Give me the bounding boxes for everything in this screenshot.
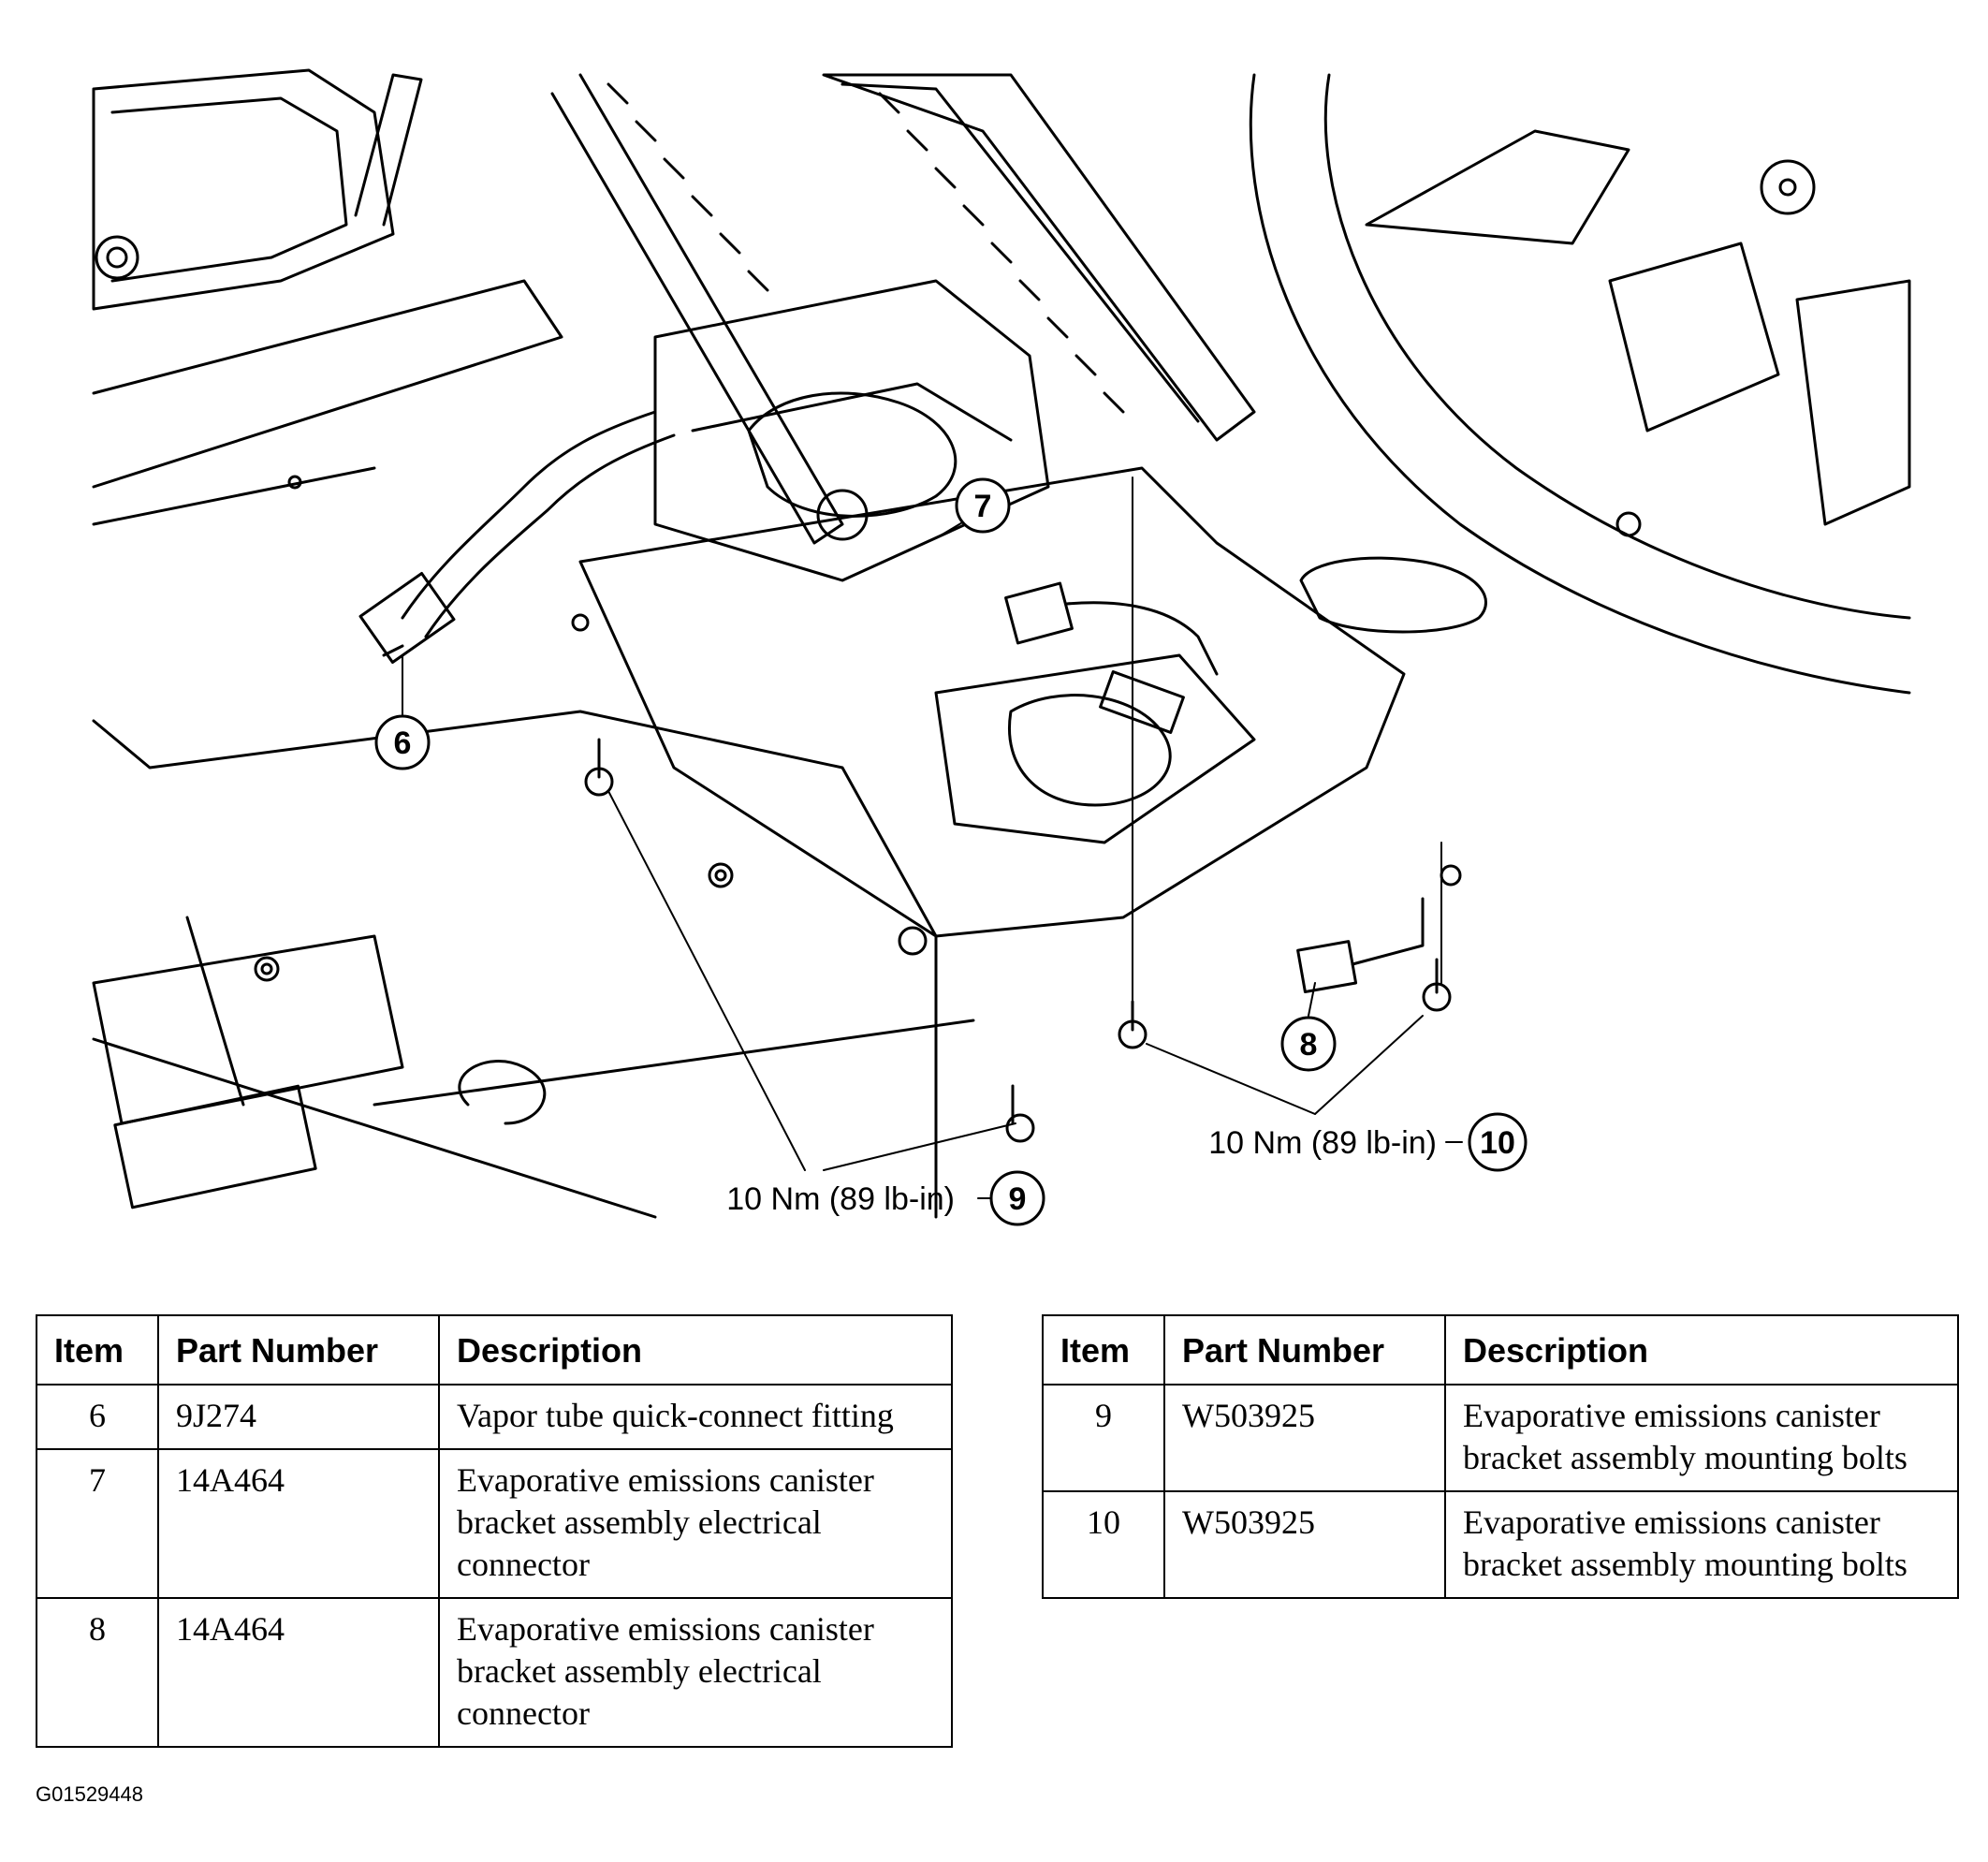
table-row: 7 14A464 Evaporative emissions canister … [36, 1448, 953, 1599]
table-header-row: Item Part Number Description [1042, 1314, 1959, 1386]
header-description: Description [438, 1314, 953, 1386]
callout-8: 8 [1280, 1016, 1337, 1072]
bolt-9a [584, 738, 614, 797]
table-row: 8 14A464 Evaporative emissions canister … [36, 1597, 953, 1748]
callout-6-label: 6 [394, 726, 412, 761]
cell-description: Vapor tube quick-connect fitting [438, 1384, 953, 1450]
exhaust-heat-shield [550, 73, 1256, 545]
connector-7 [1004, 581, 1219, 676]
cell-item: 6 [36, 1384, 159, 1450]
table-row: 9 W503925 Evaporative emissions canister… [1042, 1384, 1959, 1492]
callout-9: 9 [989, 1170, 1045, 1226]
floor-panel [92, 710, 1462, 1219]
leader-lines [402, 476, 1463, 1199]
callout-6: 6 [374, 714, 431, 770]
left-body-panel [92, 68, 563, 526]
cell-part-number: W503925 [1163, 1384, 1446, 1492]
parts-table-left: Item Part Number Description 6 9J274 Vap… [36, 1314, 953, 1748]
header-part-number: Part Number [1163, 1314, 1446, 1386]
vapor-tube [354, 73, 676, 665]
cell-part-number: W503925 [1163, 1490, 1446, 1599]
torque-label-10: 10 Nm (89 lb-in) [1208, 1125, 1437, 1161]
header-description: Description [1444, 1314, 1959, 1386]
torque-label-9: 10 Nm (89 lb-in) [726, 1181, 955, 1217]
cell-part-number: 14A464 [157, 1448, 440, 1599]
bolt-9b [1005, 1084, 1035, 1143]
callout-10-label: 10 [1480, 1125, 1515, 1161]
bolt-10b [1422, 958, 1452, 1012]
callout-7: 7 [955, 477, 1011, 534]
cell-item: 9 [1042, 1384, 1165, 1492]
callout-10: 10 [1468, 1112, 1528, 1172]
cell-part-number: 9J274 [157, 1384, 440, 1450]
parts-table-right: Item Part Number Description 9 W503925 E… [1042, 1314, 1959, 1599]
canister-bracket [571, 279, 1406, 938]
cell-description: Evaporative emissions canister bracket a… [1444, 1490, 1959, 1599]
callout-9-label: 9 [1009, 1181, 1027, 1217]
underbody-diagram: 6 7 8 9 10 10 Nm (89 lb-in) 10 Nm (89 lb… [92, 68, 1911, 1226]
header-part-number: Part Number [157, 1314, 440, 1386]
spare-tire-well [1249, 73, 1911, 695]
figure-id: G01529448 [36, 1782, 143, 1806]
cell-item: 8 [36, 1597, 159, 1748]
cell-description: Evaporative emissions canister bracket a… [438, 1597, 953, 1748]
header-item: Item [1042, 1314, 1165, 1386]
cell-item: 10 [1042, 1490, 1165, 1599]
header-item: Item [36, 1314, 159, 1386]
callout-8-label: 8 [1300, 1027, 1318, 1063]
connector-8 [1296, 897, 1425, 994]
cell-part-number: 14A464 [157, 1597, 440, 1748]
table-row: 6 9J274 Vapor tube quick-connect fitting [36, 1384, 953, 1450]
cell-description: Evaporative emissions canister bracket a… [438, 1448, 953, 1599]
cell-description: Evaporative emissions canister bracket a… [1444, 1384, 1959, 1492]
table-row: 10 W503925 Evaporative emissions caniste… [1042, 1490, 1959, 1599]
table-header-row: Item Part Number Description [36, 1314, 953, 1386]
cell-item: 7 [36, 1448, 159, 1599]
callout-7-label: 7 [974, 489, 992, 524]
